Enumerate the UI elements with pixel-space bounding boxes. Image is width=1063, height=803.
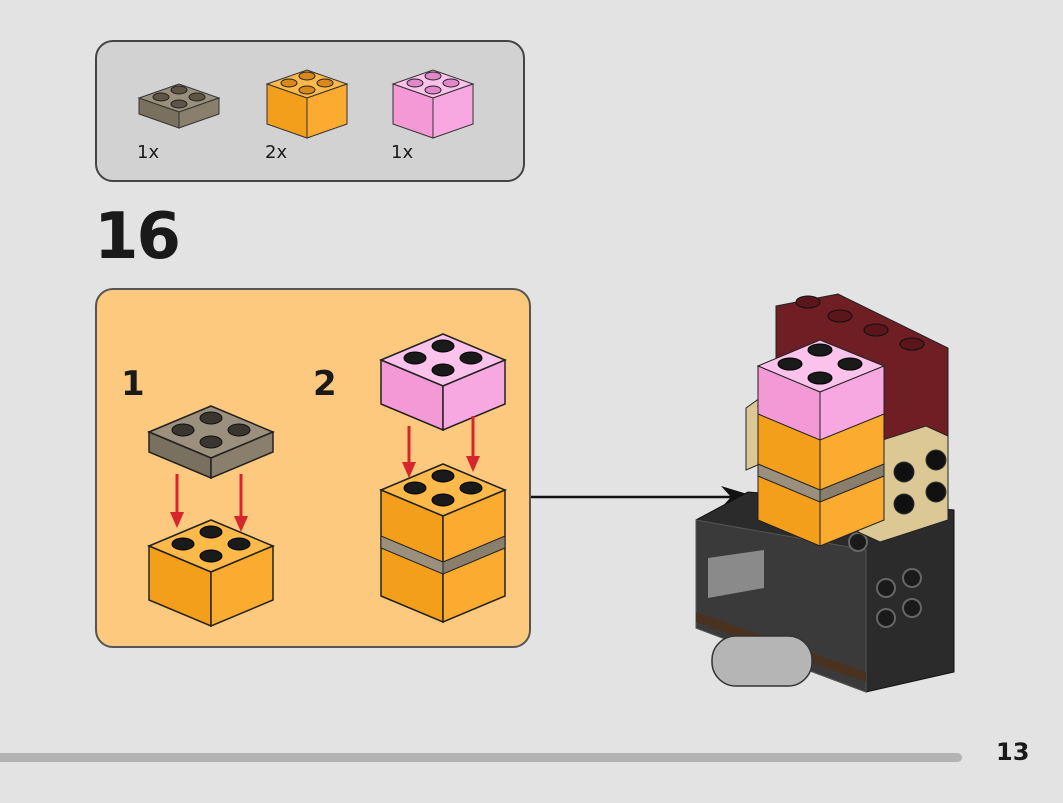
- pink-brick-icon: [391, 69, 475, 139]
- page-progress-bar: [0, 753, 962, 762]
- part-qty: 1x: [137, 142, 160, 163]
- part-qty: 2x: [265, 142, 288, 163]
- assembled-model-illustration: [695, 293, 955, 693]
- page-number: 13: [996, 738, 1030, 766]
- step-number: 16: [94, 200, 181, 274]
- orange-brick-icon: [265, 69, 349, 139]
- dark-tan-plate-icon: [137, 83, 221, 129]
- substep-panel: 1 2: [95, 288, 531, 648]
- substep-1-illustration: [147, 405, 275, 628]
- parts-list-panel: 1x 2x 1x: [95, 40, 525, 182]
- substep-number: 1: [121, 364, 145, 404]
- part-qty: 1x: [391, 142, 414, 163]
- substep-number: 2: [313, 364, 337, 404]
- substep-2-illustration: [379, 333, 507, 624]
